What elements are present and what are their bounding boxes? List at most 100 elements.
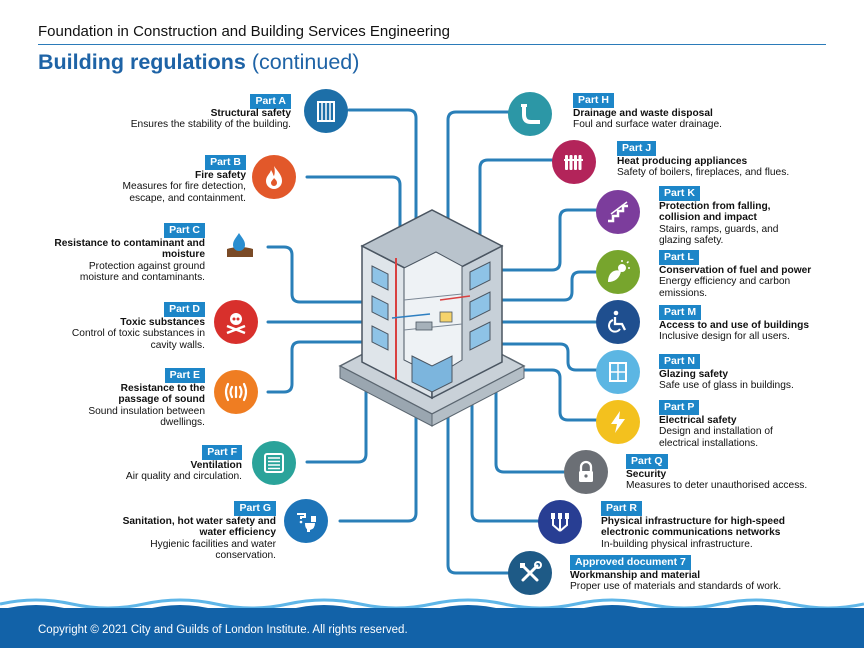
part-p-heading: Electrical safety xyxy=(659,415,737,426)
part-j-heading: Heat producing appliances xyxy=(617,156,748,167)
part-l-desc: Energy efficiency and carbon emissions. xyxy=(659,276,791,299)
part-l-item: Part L Conservation of fuel and power En… xyxy=(659,250,839,300)
part-m-item: Part M Access to and use of buildings In… xyxy=(659,305,839,345)
part-r-badge: Part R xyxy=(601,501,642,516)
part-c-item: Part C Resistance to contaminant and moi… xyxy=(50,220,205,283)
copyright-text: Copyright © 2021 City and Guilds of Lond… xyxy=(38,624,408,636)
part-m-text: Access to and use of buildings Inclusive… xyxy=(659,320,839,343)
part-a-desc: Ensures the stability of the building. xyxy=(130,119,291,131)
header-divider xyxy=(38,44,826,45)
part-q-badge: Part Q xyxy=(626,454,668,469)
part-q-item: Part Q Security Measures to deter unauth… xyxy=(626,454,846,494)
part-r-item: Part R Physical infrastructure for high-… xyxy=(601,501,831,551)
part-j-item: Part J Heat producing appliances Safety … xyxy=(617,141,817,181)
building-icon xyxy=(304,89,348,133)
part-f-badge: Part F xyxy=(202,445,242,460)
part-r-text: Physical infrastructure for high-speed e… xyxy=(601,516,831,550)
water-drop-icon xyxy=(218,222,262,266)
part-k-desc: Stairs, ramps, guards, and glazing safet… xyxy=(659,223,779,246)
part-p-badge: Part P xyxy=(659,400,700,415)
approved-document-7-heading: Workmanship and material xyxy=(570,570,701,581)
part-b-desc: Measures for fire detection, escape, and… xyxy=(122,181,246,204)
part-q-text: Security Measures to deter unauthorised … xyxy=(626,469,846,492)
part-n-badge: Part N xyxy=(659,354,700,369)
part-r-desc: In-building physical infrastructure. xyxy=(601,538,753,550)
part-q-heading: Security xyxy=(626,469,667,480)
part-q-desc: Measures to deter unauthorised access. xyxy=(626,480,808,492)
skull-crossbones-icon xyxy=(214,300,258,344)
network-cables-icon xyxy=(538,500,582,544)
part-g-text: Sanitation, hot water safety and water e… xyxy=(100,516,276,561)
part-h-badge: Part H xyxy=(573,93,614,108)
stairs-icon xyxy=(596,190,640,234)
part-d-desc: Control of toxic substances in cavity wa… xyxy=(71,328,205,351)
title-main: Building regulations xyxy=(38,50,246,74)
part-b-item: Part B Fire safety Measures for fire det… xyxy=(60,152,246,204)
vent-icon xyxy=(252,441,296,485)
part-n-desc: Safe use of glass in buildings. xyxy=(659,380,794,392)
part-f-heading: Ventilation xyxy=(190,460,242,471)
part-l-badge: Part L xyxy=(659,250,699,265)
part-g-badge: Part G xyxy=(234,501,276,516)
page-title: Building regulations (continued) xyxy=(38,50,359,75)
approved-document-7-item: Approved document 7 Workmanship and mate… xyxy=(570,555,820,595)
part-d-text: Toxic substances Control of toxic substa… xyxy=(60,317,205,351)
part-b-heading: Fire safety xyxy=(195,170,246,181)
part-k-item: Part K Protection from falling, collisio… xyxy=(659,186,809,246)
part-d-heading: Toxic substances xyxy=(120,317,205,328)
padlock-icon xyxy=(564,450,608,494)
part-e-item: Part E Resistance to the passage of soun… xyxy=(60,368,205,428)
part-n-text: Glazing safety Safe use of glass in buil… xyxy=(659,369,839,392)
subject-header: Foundation in Construction and Building … xyxy=(38,23,450,40)
part-e-badge: Part E xyxy=(164,368,205,383)
part-n-heading: Glazing safety xyxy=(659,369,729,380)
part-j-desc: Safety of boilers, fireplaces, and flues… xyxy=(617,167,790,179)
part-m-badge: Part M xyxy=(659,305,702,320)
part-j-badge: Part J xyxy=(617,141,657,156)
leaf-sun-icon xyxy=(596,250,640,294)
part-h-heading: Drainage and waste disposal xyxy=(573,108,713,119)
part-a-badge: Part A xyxy=(250,94,291,109)
connector-lines xyxy=(266,108,598,575)
tools-icon xyxy=(508,551,552,595)
part-f-desc: Air quality and circulation. xyxy=(125,471,242,483)
part-k-badge: Part K xyxy=(659,186,700,201)
part-c-heading: Resistance to contaminant and moisture xyxy=(54,238,205,261)
title-suffix: (continued) xyxy=(251,50,360,74)
window-icon xyxy=(596,350,640,394)
part-p-text: Electrical safety Design and installatio… xyxy=(659,415,809,449)
part-f-item: Part F Ventilation Air quality and circu… xyxy=(100,444,242,484)
part-c-desc: Protection against ground moisture and c… xyxy=(79,260,205,283)
part-k-heading: Protection from falling, collision and i… xyxy=(659,201,771,224)
central-building-illustration xyxy=(338,209,526,427)
part-m-heading: Access to and use of buildings xyxy=(659,320,810,331)
fire-icon xyxy=(252,155,296,199)
part-e-text: Resistance to the passage of sound Sound… xyxy=(60,383,205,428)
lightning-icon xyxy=(596,400,640,444)
part-b-badge: Part B xyxy=(205,155,246,170)
part-k-text: Protection from falling, collision and i… xyxy=(659,201,809,246)
wheelchair-icon xyxy=(596,300,640,344)
pipe-icon xyxy=(508,92,552,136)
part-l-heading: Conservation of fuel and power xyxy=(659,265,812,276)
part-d-badge: Part D xyxy=(164,302,205,317)
radiator-icon xyxy=(552,140,596,184)
part-h-desc: Foul and surface water drainage. xyxy=(573,119,722,131)
part-p-desc: Design and installation of electrical in… xyxy=(659,426,773,449)
part-b-text: Fire safety Measures for fire detection,… xyxy=(60,170,246,204)
approved-document-7-badge: Approved document 7 xyxy=(570,555,691,570)
tap-toilet-icon xyxy=(284,499,328,543)
part-n-item: Part N Glazing safety Safe use of glass … xyxy=(659,354,839,394)
part-a-text: Structural safety Ensures the stability … xyxy=(60,108,291,131)
part-j-text: Heat producing appliances Safety of boil… xyxy=(617,156,817,179)
part-a-item: Part A Structural safety Ensures the sta… xyxy=(60,90,291,134)
part-a-heading: Structural safety xyxy=(210,108,291,119)
part-e-heading: Resistance to the passage of sound xyxy=(118,383,205,406)
approved-document-7-desc: Proper use of materials and standards of… xyxy=(570,581,782,593)
part-c-text: Resistance to contaminant and moisture P… xyxy=(50,238,205,283)
part-g-heading: Sanitation, hot water safety and water e… xyxy=(122,516,276,539)
part-f-text: Ventilation Air quality and circulation. xyxy=(100,460,242,483)
part-g-item: Part G Sanitation, hot water safety and … xyxy=(100,500,276,562)
part-m-desc: Inclusive design for all users. xyxy=(659,331,790,343)
